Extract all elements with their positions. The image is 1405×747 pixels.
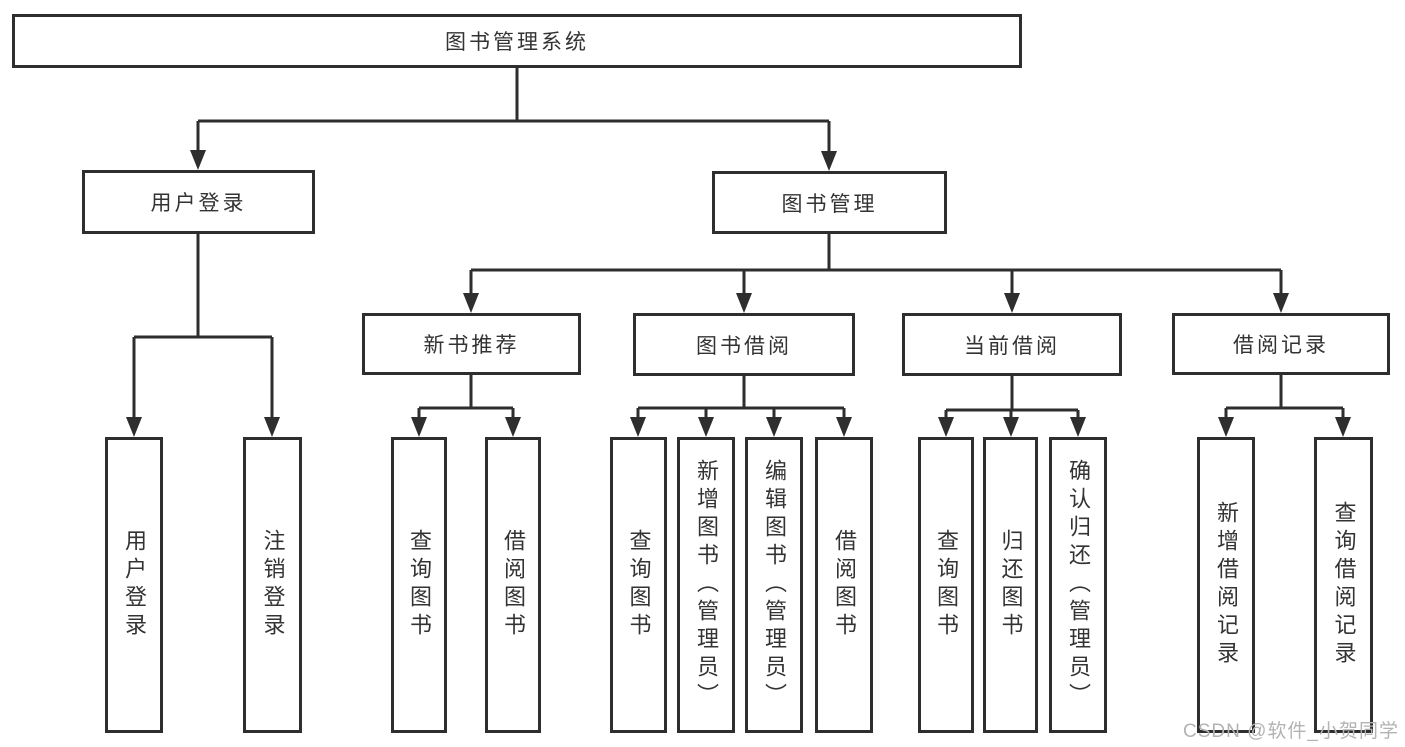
leaf-add-borrow-record: 新增借阅记录	[1197, 437, 1255, 733]
leaf-confirm-return-admin: 确认归还（管理员）	[1049, 437, 1107, 733]
node-new-book-recommend: 新书推荐	[362, 313, 581, 375]
leaf-borrow-query-books: 查询图书	[610, 437, 667, 733]
node-new-book-recommend-label: 新书推荐	[423, 334, 520, 357]
leaf-query-borrow-record-label: 查询借阅记录	[1331, 501, 1357, 669]
leaf-edit-book-admin: 编辑图书（管理员）	[745, 437, 803, 733]
node-book-management: 图书管理	[712, 171, 947, 234]
node-current-borrow: 当前借阅	[902, 313, 1122, 376]
leaf-recommend-borrow-books: 借阅图书	[485, 437, 541, 733]
leaf-current-query-books-label: 查询图书	[934, 529, 959, 641]
leaf-add-book-admin: 新增图书（管理员）	[677, 437, 735, 733]
node-user-login: 用户登录	[82, 170, 315, 234]
leaf-recommend-borrow-books-label: 借阅图书	[501, 529, 526, 641]
leaf-logout-label: 注销登录	[260, 529, 286, 641]
leaf-return-books-label: 归还图书	[998, 529, 1024, 641]
node-book-borrow: 图书借阅	[633, 313, 855, 376]
leaf-edit-book-admin-label: 编辑图书（管理员）	[762, 459, 787, 711]
node-library-system: 图书管理系统	[12, 14, 1022, 68]
leaf-current-query-books: 查询图书	[918, 437, 974, 733]
leaf-recommend-query-books-label: 查询图书	[407, 529, 432, 641]
leaf-user-login-label: 用户登录	[122, 529, 147, 641]
node-book-borrow-label: 图书借阅	[696, 334, 792, 358]
leaf-add-book-admin-label: 新增图书（管理员）	[694, 459, 719, 711]
leaf-borrow-books-label: 借阅图书	[832, 529, 857, 641]
csdn-watermark: CSDN @软件_小贺同学	[1183, 721, 1399, 742]
leaf-user-login: 用户登录	[105, 437, 163, 733]
node-user-login-label: 用户登录	[150, 192, 247, 215]
node-borrow-records: 借阅记录	[1172, 313, 1390, 375]
leaf-return-books: 归还图书	[983, 437, 1038, 733]
leaf-borrow-books: 借阅图书	[815, 437, 873, 733]
leaf-add-borrow-record-label: 新增借阅记录	[1214, 501, 1239, 669]
node-book-management-label: 图书管理	[781, 192, 878, 216]
node-borrow-records-label: 借阅记录	[1233, 334, 1329, 357]
leaf-logout: 注销登录	[243, 437, 302, 733]
leaf-recommend-query-books: 查询图书	[391, 437, 447, 733]
leaf-query-borrow-record: 查询借阅记录	[1314, 437, 1373, 733]
leaf-confirm-return-admin-label: 确认归还（管理员）	[1066, 459, 1091, 711]
leaf-borrow-query-books-label: 查询图书	[626, 529, 652, 641]
node-library-system-label: 图书管理系统	[445, 31, 589, 54]
node-current-borrow-label: 当前借阅	[964, 334, 1060, 358]
